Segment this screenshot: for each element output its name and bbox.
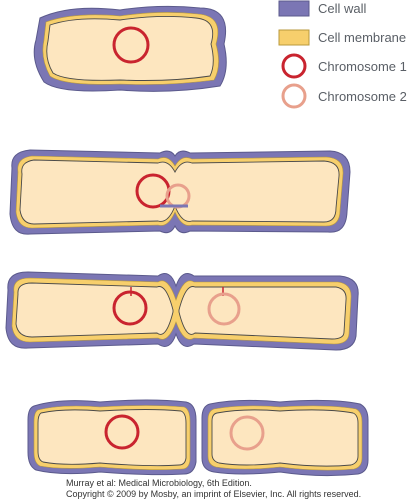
legend-label-chromosome-2: Chromosome 2 (318, 89, 407, 104)
stage-2-cell (9, 149, 351, 235)
chromosome-2-ring (207, 292, 241, 326)
stage-4-daughter-cell-right (201, 399, 369, 477)
cytoplasm (19, 159, 340, 225)
legend-label-chromosome-1: Chromosome 1 (318, 59, 407, 74)
cytoplasm (15, 282, 174, 338)
cell-membrane-swatch-icon (278, 29, 310, 46)
stage-1-cell (33, 5, 227, 92)
stage-4-daughter-cell-left (27, 399, 197, 476)
chromosome-1-ring (112, 290, 148, 326)
chromosome-2-ring (229, 415, 265, 451)
stage-3-cell (5, 271, 359, 351)
chromosome-2-swatch-icon (281, 83, 307, 109)
chromosome-1-ring (104, 414, 140, 450)
credit-line-1: Murray et al: Medical Microbiology, 6th … (66, 478, 252, 488)
legend (278, 0, 310, 109)
legend-label-cell-wall: Cell wall (318, 1, 367, 16)
chromosome-1-swatch-icon (281, 53, 307, 79)
cytoplasm (178, 286, 347, 340)
cytoplasm (46, 15, 214, 81)
chromosome-1-ring (112, 26, 150, 64)
cytoplasm (211, 409, 359, 467)
legend-label-cell-membrane: Cell membrane (318, 30, 407, 45)
cell-wall-swatch-icon (278, 0, 310, 17)
cytoplasm (37, 409, 187, 467)
credit-line-2: Copyright © 2009 by Mosby, an imprint of… (66, 489, 362, 499)
